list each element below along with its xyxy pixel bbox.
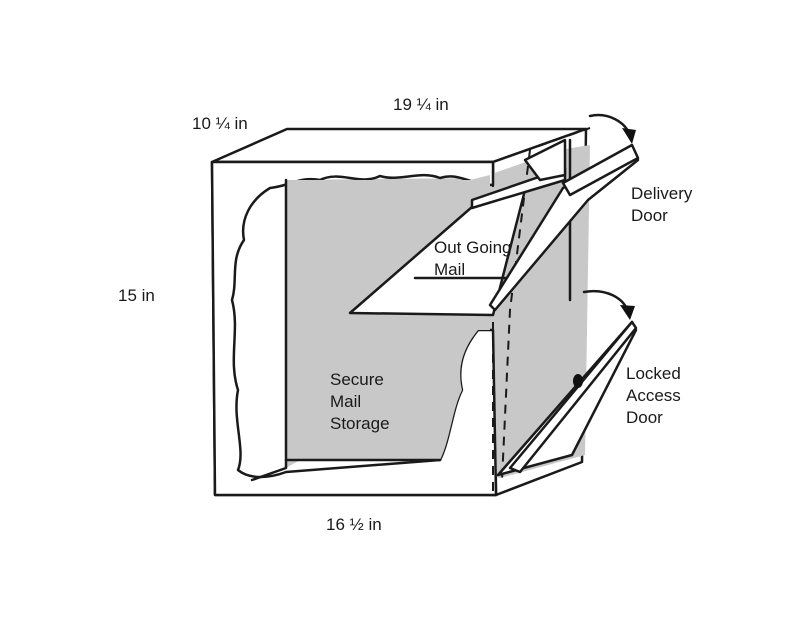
- interior-left-edge: [250, 178, 288, 482]
- delivery-arrow-head: [622, 128, 636, 144]
- locked-access-door-label-line3: Door: [626, 408, 663, 427]
- locked-access-door-label-line1: Locked: [626, 364, 681, 383]
- delivery-door-label-line2: Door: [631, 206, 668, 225]
- delivery-door-flap: [561, 143, 640, 197]
- bottom-width-dimension-label: 16 ½ in: [326, 515, 382, 534]
- access-arrow-head: [620, 305, 635, 320]
- delivery-door-label-line1: Delivery: [631, 184, 693, 203]
- delivery-door-swing-arrow: [588, 113, 632, 138]
- secure-storage-label-line2: Mail: [330, 392, 362, 411]
- outgoing-mail-label-line1: Out Going: [434, 238, 512, 257]
- locked-access-door-label-line2: Access: [626, 386, 681, 405]
- hidden-line-inner: [501, 149, 531, 481]
- secure-storage-label-line1: Secure: [330, 370, 384, 389]
- width-dimension-label: 19 ¼ in: [393, 95, 449, 114]
- secure-storage-label-line3: Storage: [330, 414, 390, 433]
- access-door-swing-arrow: [582, 289, 630, 314]
- hidden-line-top: [492, 127, 591, 163]
- height-dimension-label: 15 in: [118, 286, 155, 305]
- locked-access-door-panel: [508, 320, 638, 474]
- outgoing-mail-label-line2: Mail: [434, 260, 466, 279]
- depth-dimension-label: 10 ¼ in: [192, 114, 248, 133]
- lock-keyhole: [573, 374, 583, 388]
- delivery-chute: [523, 138, 567, 182]
